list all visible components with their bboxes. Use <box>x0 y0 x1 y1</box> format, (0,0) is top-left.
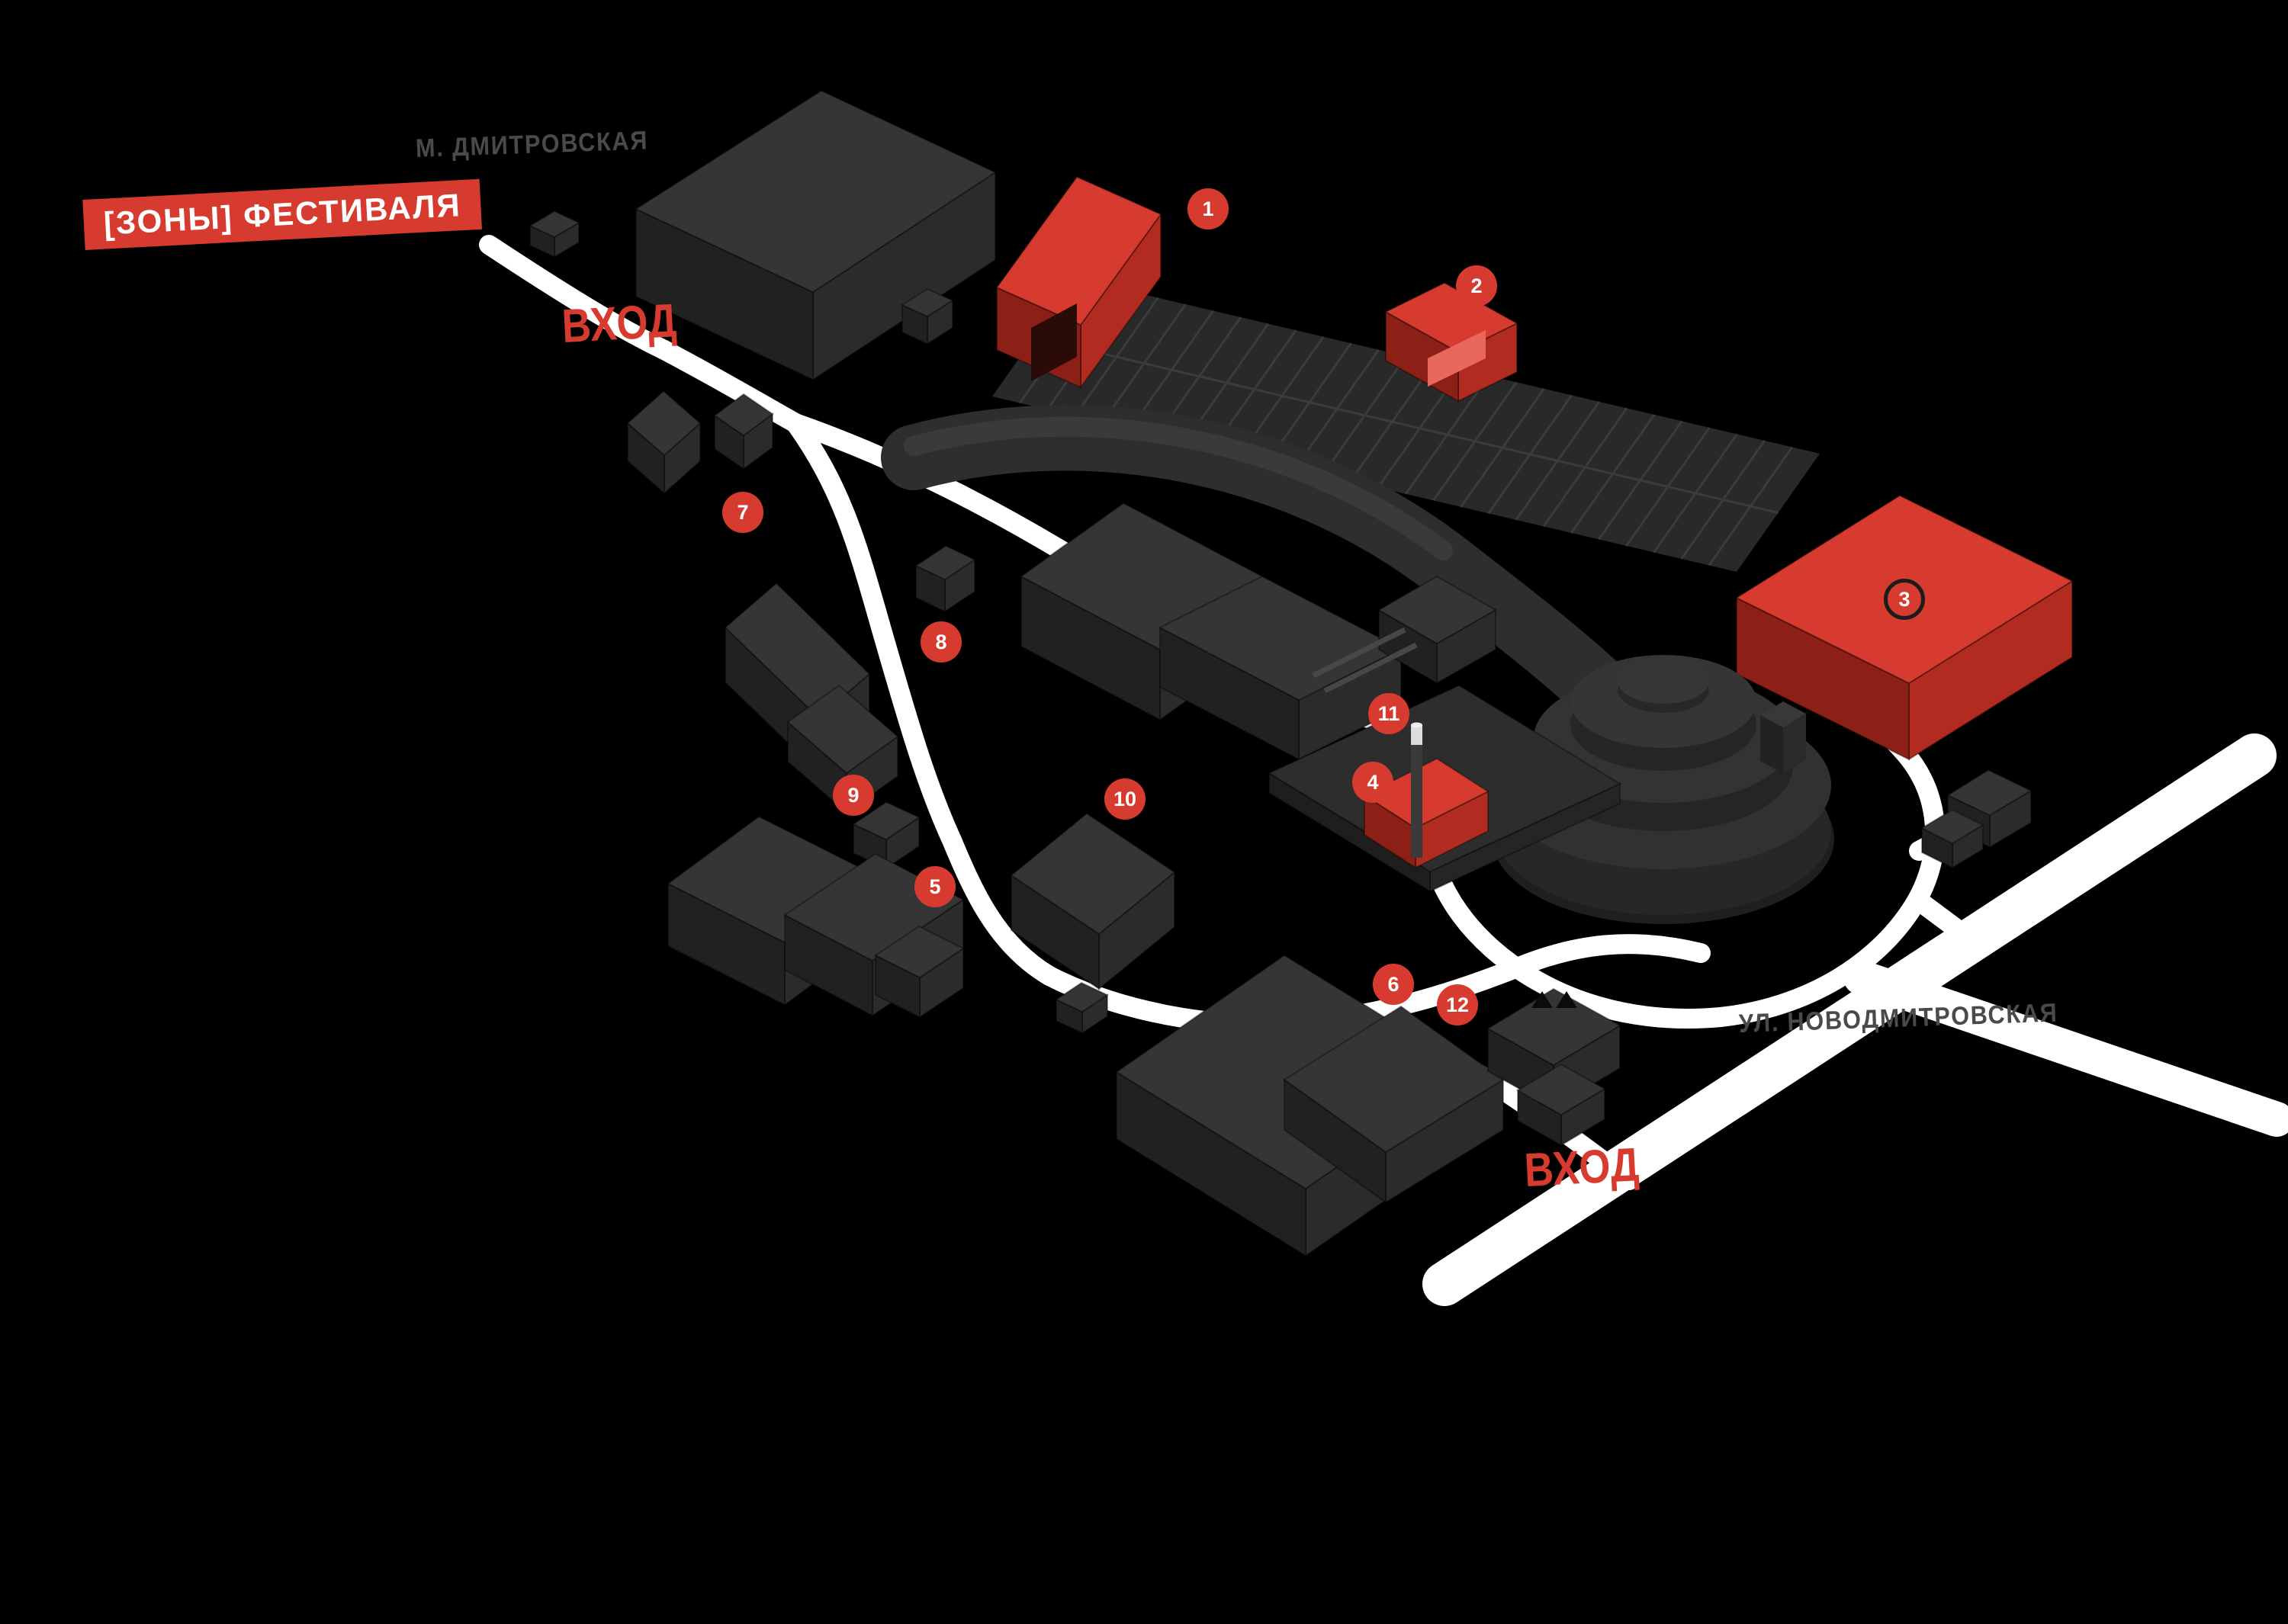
map-marker-3[interactable]: 3 <box>1884 579 1925 620</box>
gasholder-tower <box>1760 701 1806 773</box>
road-branch <box>1843 960 2288 1137</box>
building-hangar-2 <box>1283 1005 1505 1204</box>
parking-stripes <box>1018 284 1794 566</box>
path-ring-road-link <box>1907 890 1981 949</box>
map-marker-11[interactable]: 11 <box>1368 693 1409 734</box>
marker-number: 5 <box>929 875 941 898</box>
road-novodmitrovskaya <box>1422 733 2277 1306</box>
path-entrance-nw <box>479 235 805 433</box>
building-small-b <box>713 393 774 470</box>
red-2-panel <box>1428 330 1486 387</box>
map-marker-7[interactable]: 7 <box>722 492 763 533</box>
red-arch-opening <box>1031 303 1077 381</box>
building-shed-2 <box>900 287 955 345</box>
map-marker-2[interactable]: 2 <box>1456 265 1497 307</box>
marker-number: 8 <box>935 630 947 653</box>
roads <box>1422 733 2288 1306</box>
building-central-2 <box>1158 575 1403 761</box>
marker-number: 4 <box>1367 770 1379 794</box>
building-left-mid <box>786 684 899 815</box>
building-red-4 <box>1362 757 1490 869</box>
bridge-rails <box>1312 627 1418 694</box>
parking-lot <box>992 278 1820 572</box>
map-marker-4[interactable]: 4 <box>1352 762 1393 803</box>
path-west <box>786 413 1059 986</box>
map-marker-12[interactable]: 12 <box>1437 984 1478 1025</box>
map-marker-10[interactable]: 10 <box>1104 778 1146 820</box>
building-se-b <box>1516 1063 1606 1147</box>
building-small-a <box>626 390 702 496</box>
tents <box>1531 991 1577 1008</box>
building-small-8 <box>914 544 977 613</box>
building-details <box>1031 303 1486 694</box>
marker-number: 6 <box>1387 972 1399 996</box>
marker-number: 12 <box>1445 993 1470 1016</box>
building-main-nw <box>634 89 998 381</box>
chimney <box>1411 722 1422 858</box>
building-center-bottom <box>1010 812 1176 991</box>
map-marker-9[interactable]: 9 <box>833 775 874 816</box>
arc-building <box>881 405 1633 724</box>
path-south <box>1040 934 1711 1035</box>
marker-number: 1 <box>1202 197 1214 220</box>
map-marker-6[interactable]: 6 <box>1373 964 1414 1005</box>
map-marker-1[interactable]: 1 <box>1187 188 1229 229</box>
marker-number: 7 <box>737 500 749 524</box>
building-right-b <box>1920 808 1985 869</box>
marker-number: 3 <box>1898 587 1910 611</box>
marker-number: 11 <box>1377 701 1400 725</box>
map-marker-5[interactable]: 5 <box>914 866 956 907</box>
marker-number: 2 <box>1470 274 1483 297</box>
building-small-9 <box>851 801 921 870</box>
marker-number: 10 <box>1113 787 1137 810</box>
building-tiny-mid <box>1054 981 1110 1035</box>
map-marker-8[interactable]: 8 <box>921 621 962 663</box>
building-shed-nw <box>528 210 581 258</box>
building-u-3 <box>874 925 965 1019</box>
marker-number: 9 <box>847 783 860 807</box>
